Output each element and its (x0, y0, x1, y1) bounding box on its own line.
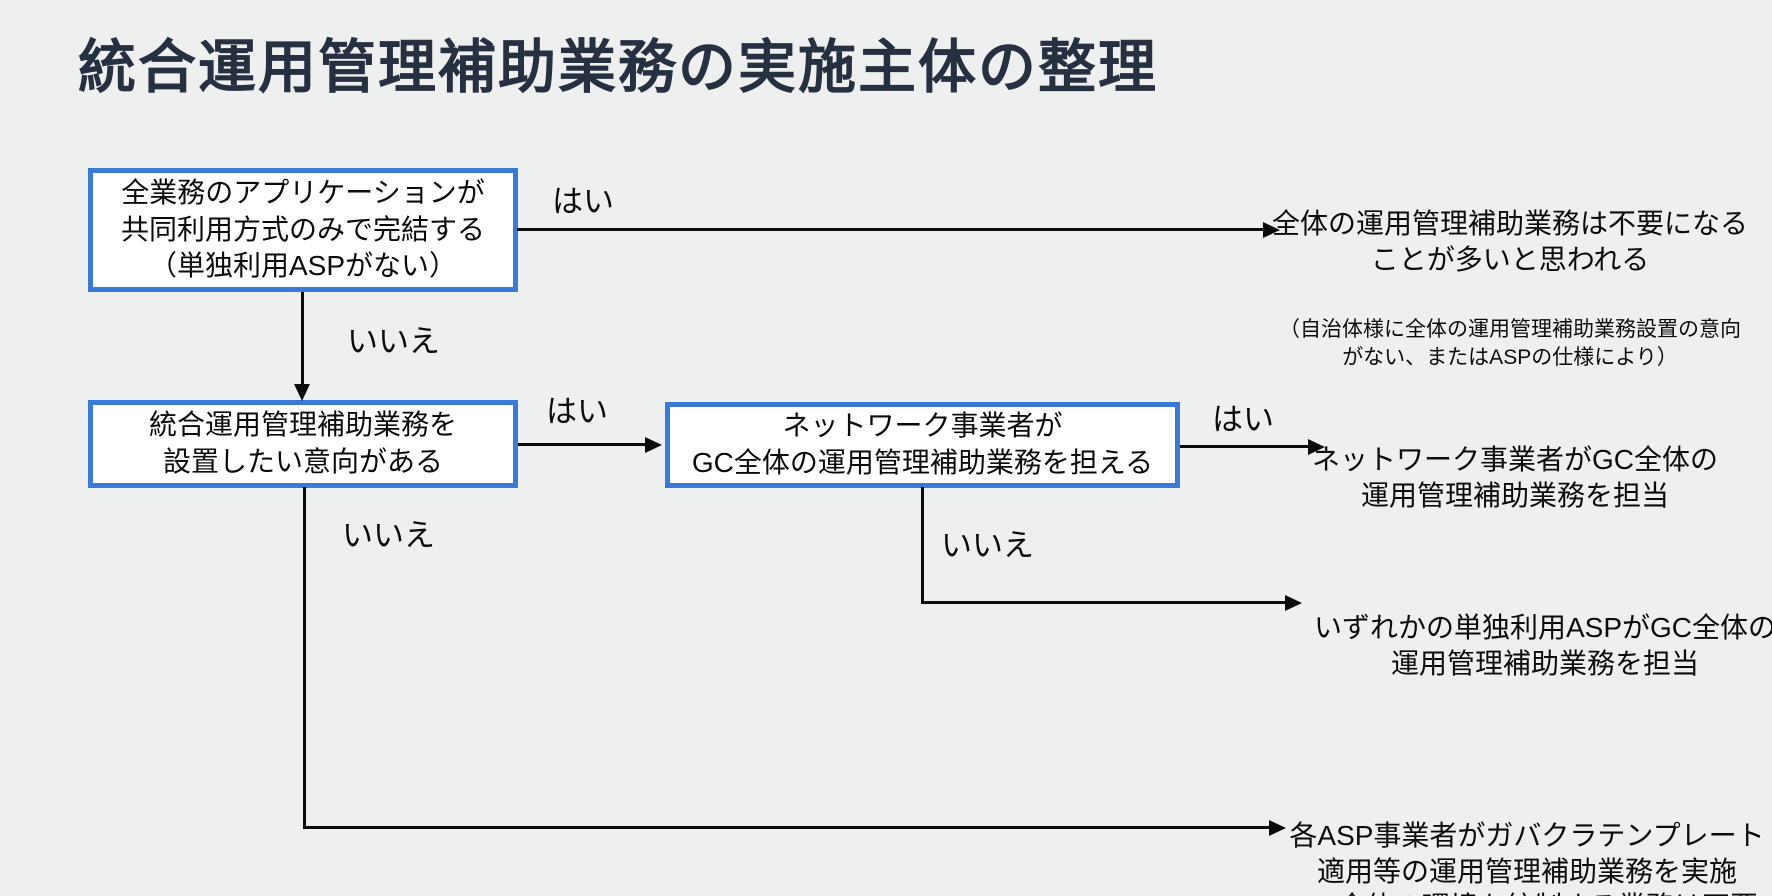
outcome-network-provider-handles: ネットワーク事業者がGC全体の 運用管理補助業務を担当 (1285, 406, 1745, 549)
edge-label-no-1: いいえ (347, 324, 440, 359)
edge-label-no-2: いいえ (941, 528, 1034, 563)
page-title: 統合運用管理補助業務の実施主体の整理 (78, 35, 1159, 100)
decision-box-all-apps-shared: 全業務のアプリケーションが 共同利用方式のみで完結する （単独利用ASPがない） (88, 168, 518, 292)
arrow-q2-yes-line (518, 443, 646, 446)
arrow-q3-yes-line (1180, 445, 1309, 448)
arrow-q2-no-vline (303, 487, 306, 828)
outcome-each-asp-template: 各ASP事業者がガバクラテンプレート 適用等の運用管理補助業務を実施 GC全体の… (1277, 782, 1772, 896)
arrow-q2-yes-head-icon (645, 437, 662, 453)
outcome-text: 各ASP事業者がガバクラテンプレート 適用等の運用管理補助業務を実施 GC全体の… (1289, 819, 1765, 896)
edge-label-yes-2: はい (546, 394, 608, 429)
outcome-no-overall-ops: 全体の運用管理補助業務は不要になる ことが多いと思われる （自治体様に全体の運用… (1250, 170, 1770, 408)
decision-box-network-provider-capable: ネットワーク事業者が GC全体の運用管理補助業務を担える (665, 402, 1180, 488)
arrow-q2-no-hline (303, 826, 1270, 829)
outcome-standalone-asp-handles: いずれかの単独利用ASPがGC全体の 運用管理補助業務を担当 (1300, 574, 1772, 717)
arrow-q3-yes-head-icon (1308, 439, 1325, 455)
decision-box-want-integrated-ops: 統合運用管理補助業務を 設置したい意向がある (88, 400, 518, 488)
arrow-q3-no-head-icon (1285, 595, 1302, 611)
arrow-q1-yes-line (517, 228, 1264, 231)
outcome-text: ネットワーク事業者がGC全体の 運用管理補助業務を担当 (1311, 443, 1718, 511)
arrow-q3-no-hline (921, 601, 1286, 604)
outcome-note: （自治体様に全体の運用管理補助業務設置の意向 がない、またはASPの仕様により） (1279, 318, 1741, 370)
outcome-text: 全体の運用管理補助業務は不要になる ことが多いと思われる (1271, 207, 1748, 275)
arrow-q1-no-line (301, 292, 304, 386)
edge-label-no-3: いいえ (342, 518, 435, 553)
arrow-q1-no-head-icon (294, 384, 310, 401)
edge-label-yes-1: はい (552, 184, 614, 219)
edge-label-yes-3: はい (1212, 402, 1274, 437)
arrow-q1-yes-head-icon (1263, 222, 1280, 238)
arrow-q2-no-head-icon (1269, 820, 1286, 836)
arrow-q3-no-vline (921, 487, 924, 603)
outcome-text: いずれかの単独利用ASPがGC全体の 運用管理補助業務を担当 (1313, 611, 1772, 679)
